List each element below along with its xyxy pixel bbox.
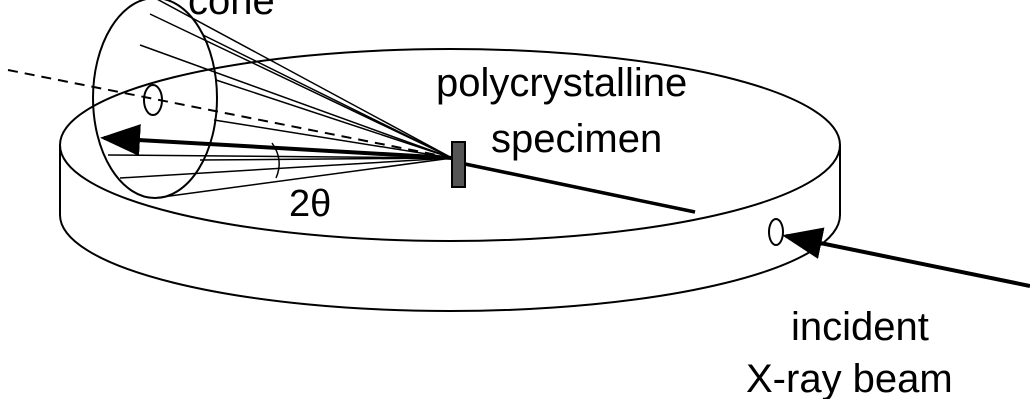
incident-beam-internal-line: [464, 162, 696, 214]
diffracted-beam-arrow: [100, 124, 453, 160]
specimen-label-line1: polycrystalline: [436, 61, 687, 105]
diffraction-cone: [92, 0, 453, 199]
two-theta-label: 2θ: [289, 183, 331, 225]
camera-top-rim: [59, 48, 841, 242]
cone-exit-hole: [143, 84, 163, 116]
camera-bottom-rim: [59, 145, 841, 312]
polycrystalline-specimen: [451, 141, 466, 188]
specimen-label-line2: specimen: [491, 117, 662, 161]
entrance-hole: [768, 218, 784, 246]
incident-beam-arrow: [782, 227, 1030, 288]
incident-label-line1: incident: [791, 305, 929, 349]
incident-label-line2: X-ray beam: [746, 357, 953, 399]
cone-base-ellipse: [92, 0, 218, 199]
beam-axis-dashed-line: [7, 69, 453, 159]
cone-label: cone: [188, 0, 275, 23]
